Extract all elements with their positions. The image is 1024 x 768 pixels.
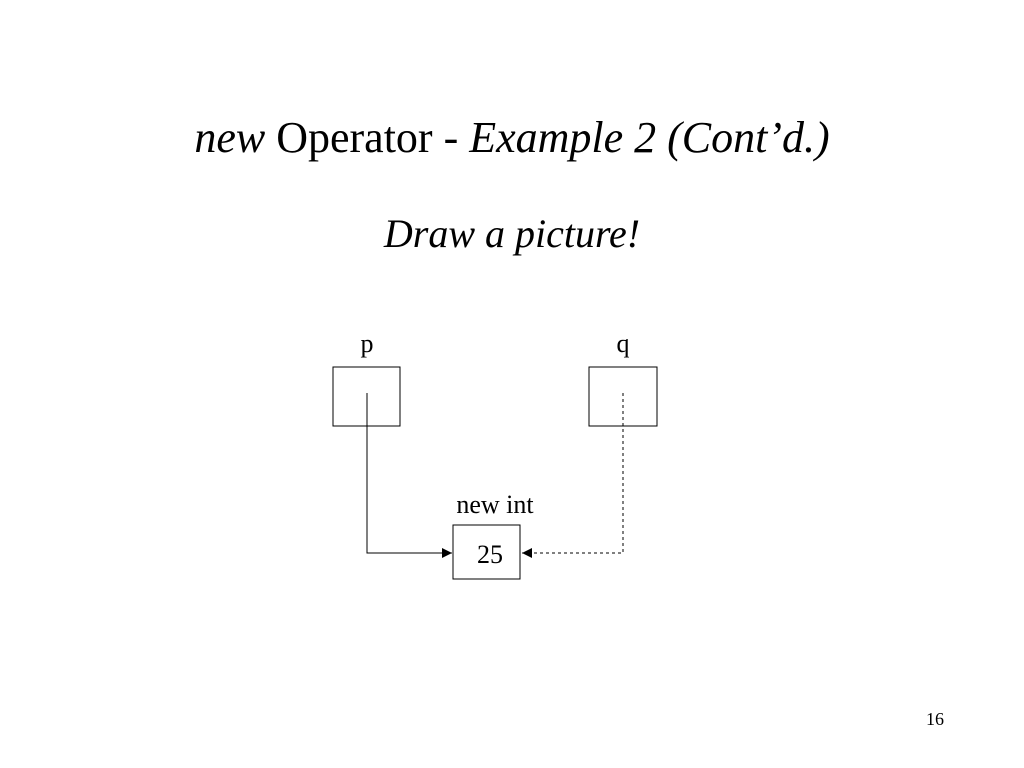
heap-cell-value: 25	[477, 540, 503, 569]
slide-subtitle: Draw a picture!	[383, 211, 641, 256]
arrow-q-to-heap	[522, 393, 624, 558]
slide-title: new Operator - Example 2 (Cont’d.)	[0, 108, 1024, 168]
title-keyword: new	[194, 113, 266, 162]
slide-number: 16	[926, 709, 944, 729]
pointer-p-label: p	[361, 329, 374, 358]
heap-cell-label: new int	[456, 490, 534, 519]
title-operator: Operator -	[265, 113, 470, 162]
title-example: Example 2 (Cont’d.)	[469, 113, 830, 162]
pointer-q-label: q	[617, 329, 630, 358]
heap-cell-box	[452, 524, 521, 580]
arrow-p-to-heap	[366, 393, 452, 558]
